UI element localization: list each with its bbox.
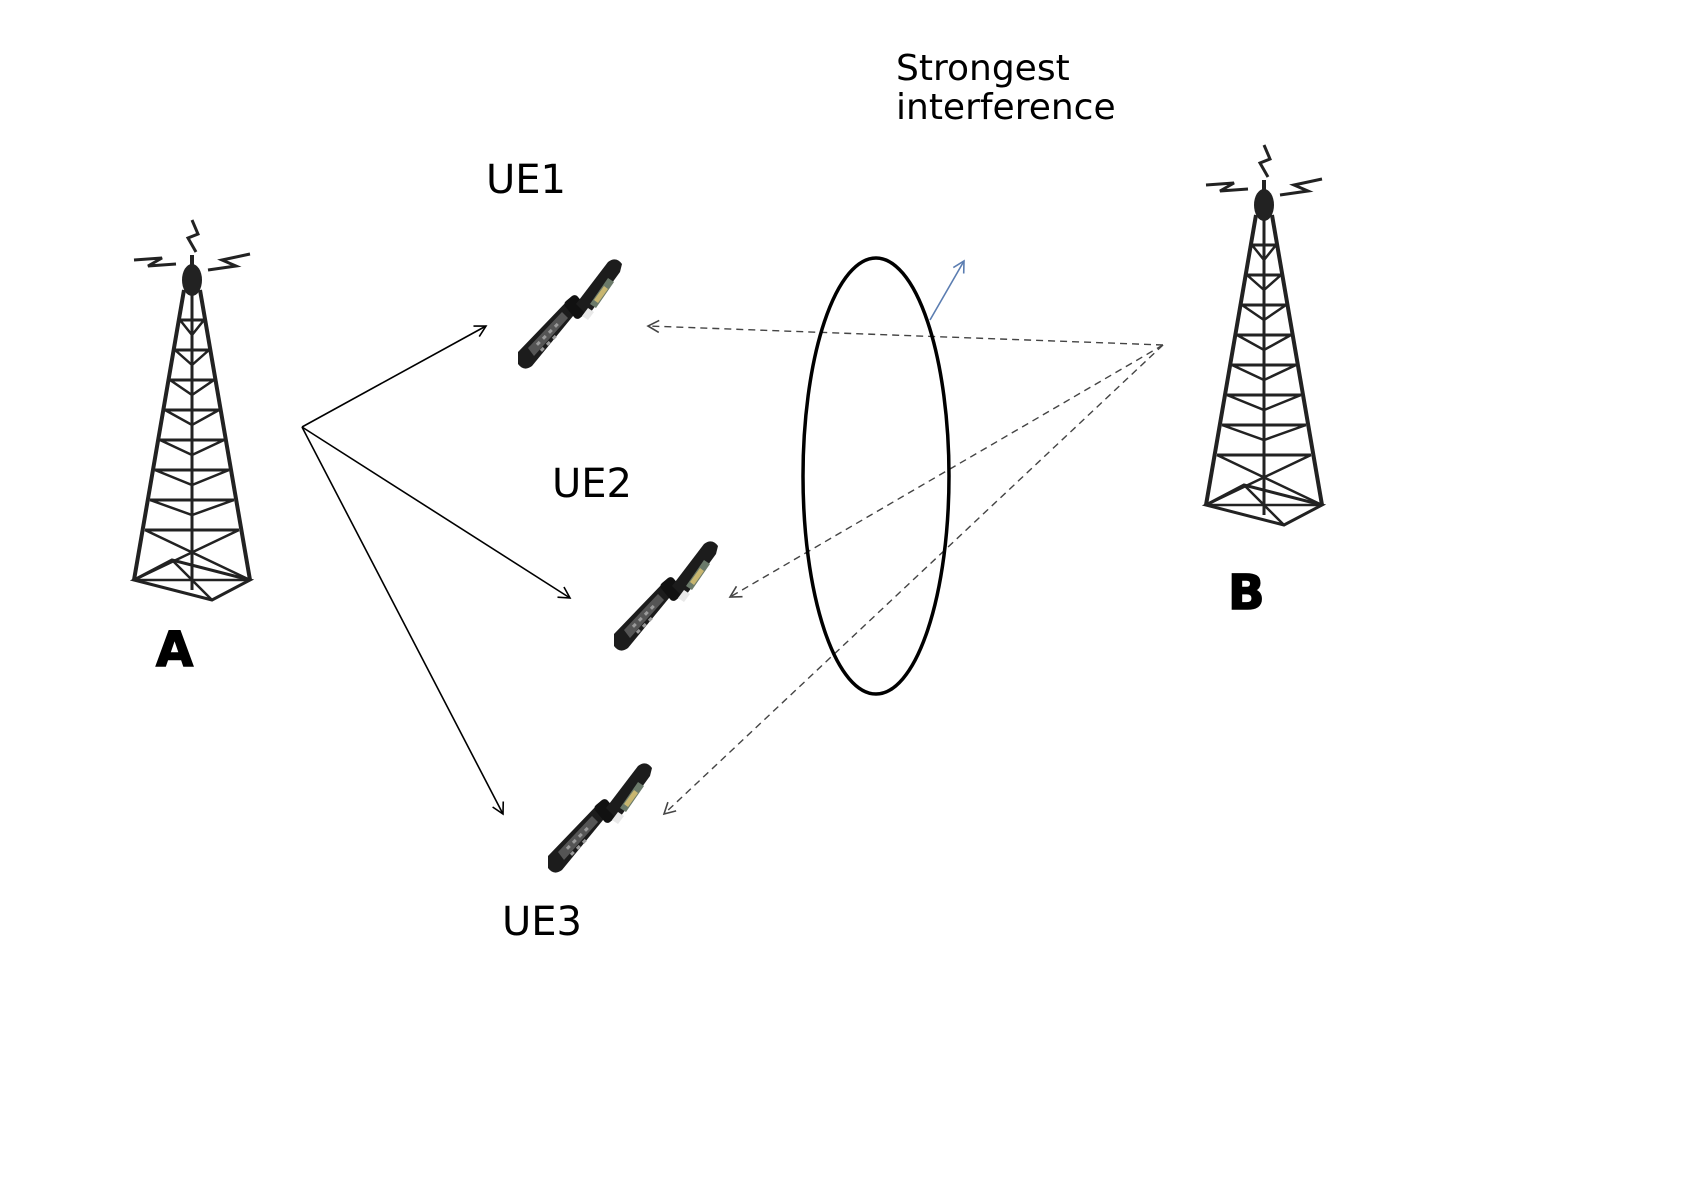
interference-label-line2: interference [896, 87, 1116, 128]
phone-ue1-icon [518, 259, 622, 369]
tower-a-icon [132, 218, 252, 602]
signal-arrow-ue1 [301, 325, 488, 428]
interference-arrow-ue3 [662, 344, 1164, 816]
signal-arrow-ue3 [301, 426, 505, 816]
interference-label-line1: Strongest [896, 48, 1070, 89]
ue1-label: UE1 [486, 157, 566, 203]
interference-arrow-ue1 [646, 319, 1164, 346]
interference-arrow-ue2 [728, 344, 1164, 598]
base-station-b-label: B [1228, 565, 1265, 621]
signal-arrow-ue2 [301, 426, 572, 599]
phone-ue3-icon [548, 763, 652, 873]
tower-b-icon [1204, 143, 1324, 527]
ue2-label: UE2 [552, 461, 632, 507]
ue3-label: UE3 [502, 899, 582, 945]
interference-ellipse [801, 256, 951, 696]
phone-ue2-icon [614, 541, 718, 651]
annotation-arrow [929, 259, 965, 321]
base-station-a-label: A [156, 622, 193, 678]
